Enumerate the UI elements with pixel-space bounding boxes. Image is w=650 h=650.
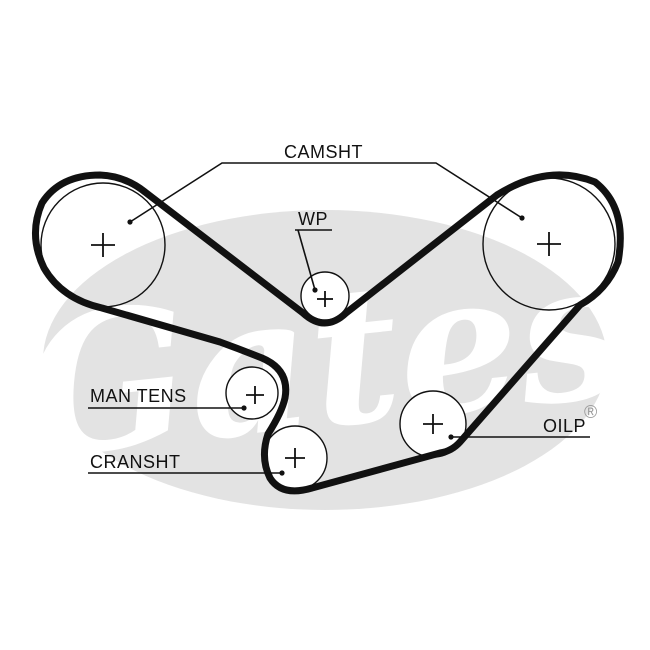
label-oil-pump: OILP [543, 416, 586, 436]
timing-belt [31, 171, 624, 495]
label-crankshaft: CRANSHT [90, 452, 181, 472]
label-camshaft: CAMSHT [284, 142, 363, 162]
leader-lines [88, 162, 590, 476]
registered-mark: ® [584, 402, 597, 422]
camshaft-leader [129, 162, 523, 223]
label-manual-tensioner: MAN TENS [90, 386, 187, 406]
labels: CAMSHT WP MAN TENS CRANSHT OILP [90, 142, 586, 472]
label-water-pump: WP [298, 209, 328, 229]
manual-tensioner-pulley [225, 366, 279, 420]
